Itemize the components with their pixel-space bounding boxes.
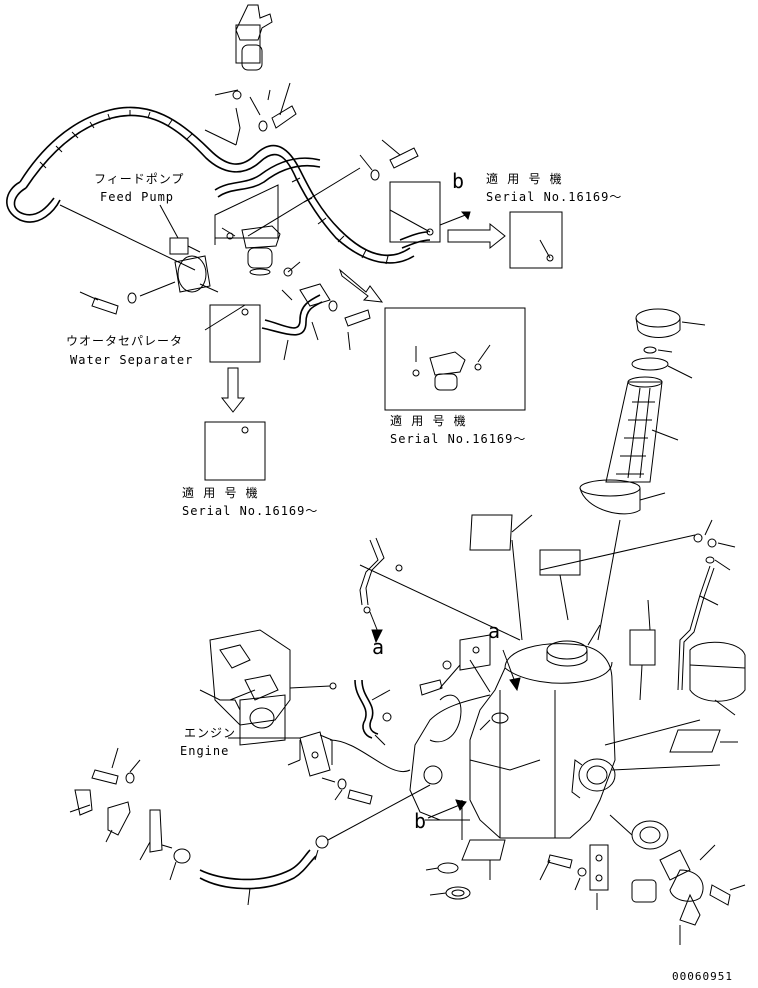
box-left-serial [204,421,266,481]
strainer [605,376,679,483]
box-middle [384,307,526,411]
bolts-right [539,519,736,571]
water-separator-label-jp: ウオータセパレータ [66,334,184,348]
leader-lines-top [204,82,291,146]
callout-left-en: Serial No.16169～ [182,504,319,518]
fuel-filter-top [235,4,273,71]
separator-box [214,184,279,245]
hose-engine [354,679,392,746]
letter-a-left: a [372,635,385,659]
callout-left-jp: 適 用 号 機 [182,486,259,500]
fuel-tank [409,640,616,839]
hose-bottom-left [199,784,431,906]
water-separator-center [241,225,281,276]
callout-upper-right-en: Serial No.16169～ [486,190,623,204]
engine-leaders [229,689,411,773]
letter-b-bottom: b [414,809,427,833]
labels-plates [469,514,738,753]
arrow-b [439,211,471,226]
bolt-middle-lower [321,777,373,805]
bolt-left [79,281,176,315]
engine-label-jp: エンジン [184,726,237,740]
elbow-a [359,537,403,644]
water-separator-label-en: Water Separater [70,353,194,367]
letter-b-top: b [452,169,465,193]
fuel-hose-long [6,106,415,264]
feed-pump [59,204,219,293]
engine [199,629,337,746]
elbow-fitting [69,789,191,881]
drain-parts [631,844,746,945]
arrow-diagonal [338,268,384,303]
bolt-lower-left [91,747,141,785]
box-b-top [389,181,441,243]
callout-upper-right-jp: 適 用 号 機 [486,172,563,186]
feed-pump-label-jp: フィードポンプ [94,172,185,186]
callout-middle-jp: 適 用 号 機 [390,414,467,428]
box-upper-right [509,211,563,269]
hose-lower-center [261,283,371,361]
feed-pump-label-en: Feed Pump [100,190,175,204]
box-left-small [204,304,261,363]
plate-bottom [425,819,506,900]
bracket-tank-left [419,634,491,696]
arrow-b-bottom [427,799,467,819]
arrow-a-tank [502,649,521,692]
arrow-right-top [447,222,506,250]
drawing-number: 00060951 [672,970,733,983]
bolt-top [232,90,297,132]
letter-a-tank: a [488,619,501,643]
cover-right [689,641,746,716]
sight-gauge [609,814,669,850]
dipstick [677,565,719,691]
strainer-basket [579,479,666,641]
tank-cap [631,308,706,379]
engine-label-en: Engine [180,744,230,758]
bolt-upper [359,139,419,181]
hose-stripes [39,110,389,265]
callout-middle-en: Serial No.16169～ [390,432,527,446]
arrow-down-left [220,367,246,413]
leaders-center [221,167,361,277]
fuel-hose-mid [214,157,431,249]
bracket-right-bottom [539,844,609,910]
bracket-engine [287,731,333,777]
